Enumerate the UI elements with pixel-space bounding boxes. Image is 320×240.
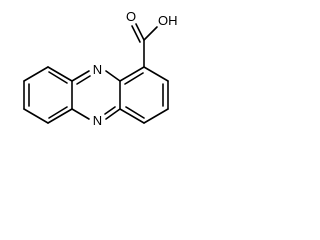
double-bond-inner — [124, 72, 144, 85]
double-bond-inner — [48, 106, 68, 119]
bond — [105, 70, 121, 82]
carbonyl-bond — [135, 23, 145, 41]
double-bond-inner — [76, 75, 91, 85]
bond — [71, 108, 90, 120]
double-bond-inner — [104, 106, 116, 115]
oxygen-carbonyl-label: O — [126, 9, 136, 24]
bond — [47, 108, 73, 124]
double-bond-inner — [48, 71, 68, 84]
right-benzene-ring — [119, 66, 169, 124]
double-bond-inner — [125, 106, 145, 119]
bond — [143, 66, 169, 82]
bond — [23, 108, 49, 124]
pyrazine-ring — [71, 70, 121, 120]
hydroxyl-label: OH — [158, 13, 178, 28]
bond — [105, 108, 121, 120]
bond — [71, 70, 90, 82]
carbonyl-bond — [131, 25, 141, 43]
bond — [143, 108, 169, 124]
left-benzene-ring — [23, 66, 73, 124]
bond — [23, 66, 49, 82]
nitrogen-label-bottom: N — [93, 113, 102, 128]
phenazine-1-carboxylic-acid-structure: N N O OH — [23, 9, 178, 128]
bond — [47, 66, 73, 82]
bond — [119, 108, 145, 124]
carboxylic-acid-group — [131, 23, 158, 68]
bond — [119, 66, 145, 82]
bond — [143, 26, 158, 41]
nitrogen-label-top: N — [93, 62, 102, 77]
